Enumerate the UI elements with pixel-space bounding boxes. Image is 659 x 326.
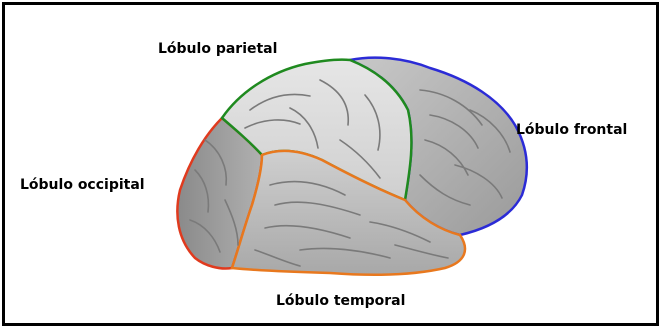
label-parietal: Lóbulo parietal bbox=[158, 42, 277, 56]
label-occipital: Lóbulo occipital bbox=[20, 178, 145, 192]
label-temporal: Lóbulo temporal bbox=[276, 294, 405, 308]
label-frontal: Lóbulo frontal bbox=[516, 123, 627, 137]
